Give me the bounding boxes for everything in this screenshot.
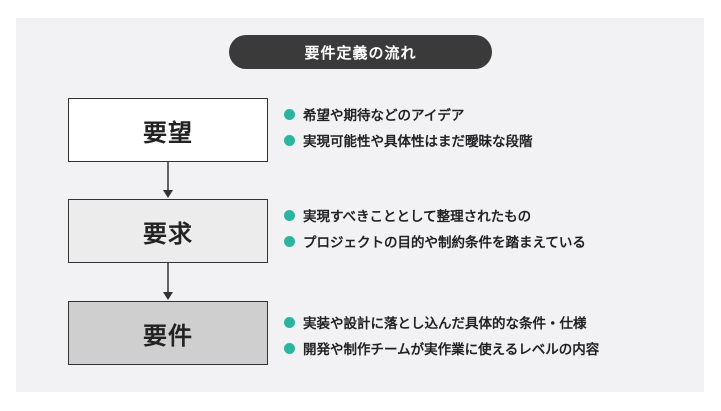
stage-bullets-demand: 希望や期待などのアイデア 実現可能性や具体性はまだ曖昧な段階 <box>284 101 533 153</box>
stage-bullets-spec: 実装や設計に落とし込んだ具体的な条件・仕様 開発や制作チームが実作業に使えるレベ… <box>284 309 599 361</box>
bullet-text: 実現可能性や具体性はまだ曖昧な段階 <box>303 134 533 150</box>
bullet-dot-icon <box>284 316 295 328</box>
bullet-dot-icon <box>284 108 295 120</box>
stage-box-requirement-spec: 要件 <box>68 301 268 365</box>
down-arrow-icon <box>163 162 173 198</box>
bullet-item: 実現可能性や具体性はまだ曖昧な段階 <box>284 127 533 153</box>
bullet-text: 実現すべきこととして整理されたもの <box>303 209 532 225</box>
stage-box-requirement-request: 要求 <box>68 199 268 263</box>
stage-bullets-request: 実現すべきこととして整理されたもの プロジェクトの目的や制約条件を踏まえている <box>284 202 586 254</box>
diagram-title: 要件定義の流れ <box>229 35 492 69</box>
bullet-dot-icon <box>284 235 295 247</box>
bullet-item: 希望や期待などのアイデア <box>284 101 533 127</box>
bullet-item: プロジェクトの目的や制約条件を踏まえている <box>284 228 586 254</box>
stage-box-demand: 要望 <box>68 98 268 162</box>
bullet-dot-icon <box>284 134 295 146</box>
bullet-text: 実装や設計に落とし込んだ具体的な条件・仕様 <box>303 316 587 332</box>
bullet-dot-icon <box>284 342 295 354</box>
bullet-item: 実現すべきこととして整理されたもの <box>284 202 586 228</box>
bullet-text: 希望や期待などのアイデア <box>303 108 465 124</box>
bullet-text: プロジェクトの目的や制約条件を踏まえている <box>303 235 586 251</box>
bullet-text: 開発や制作チームが実作業に使えるレベルの内容 <box>303 342 600 358</box>
bullet-dot-icon <box>284 209 295 221</box>
down-arrow-icon <box>163 263 173 300</box>
bullet-item: 開発や制作チームが実作業に使えるレベルの内容 <box>284 335 599 361</box>
bullet-item: 実装や設計に落とし込んだ具体的な条件・仕様 <box>284 309 599 335</box>
